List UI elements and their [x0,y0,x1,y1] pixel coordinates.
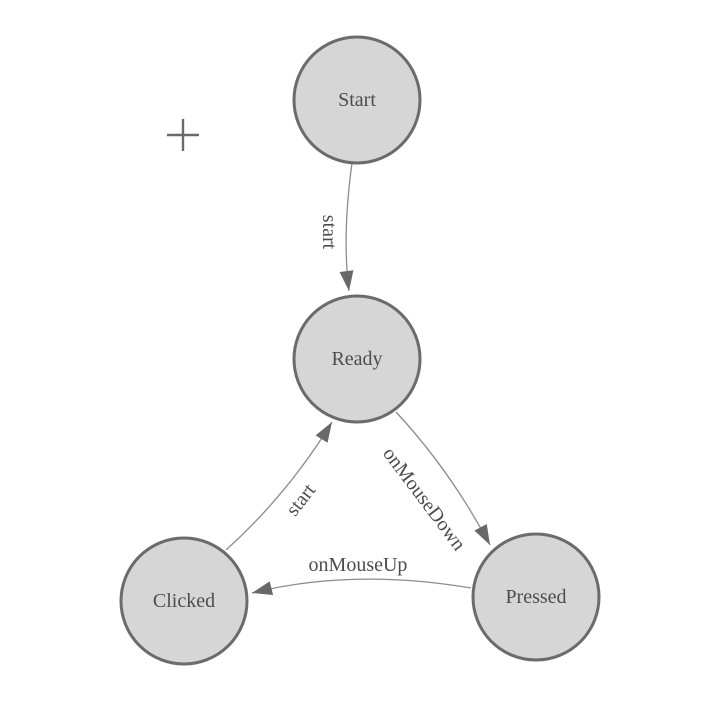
edge-label-onmouseup: onMouseUp [309,554,408,576]
edge-clicked-to-ready[interactable]: start [225,421,333,551]
edge-line[interactable] [339,162,354,292]
edge-label-start: start [318,215,340,250]
state-circle[interactable] [119,536,249,666]
edge-start-to-ready[interactable]: start [318,162,354,292]
state-label: Clicked [153,590,215,612]
state-node-clicked[interactable]: Clicked [119,536,249,666]
edge-ready-to-pressed[interactable]: onMouseDown [378,411,491,555]
state-circle[interactable] [292,294,422,424]
state-node-start[interactable]: Start [292,35,422,165]
state-circle[interactable] [471,532,601,662]
state-label: Ready [331,348,382,370]
state-circle[interactable] [292,35,422,165]
state-node-pressed[interactable]: Pressed [471,532,601,662]
edge-line[interactable] [251,578,472,595]
crosshair-icon [167,119,199,151]
edge-line[interactable] [395,411,491,546]
state-node-ready[interactable]: Ready [292,294,422,424]
edge-line[interactable] [225,421,333,551]
state-label: Start [338,89,376,111]
edge-pressed-to-clicked[interactable]: onMouseUp [251,554,472,595]
edge-label-onmousedown: onMouseDown [378,443,470,555]
state-label: Pressed [505,586,566,608]
